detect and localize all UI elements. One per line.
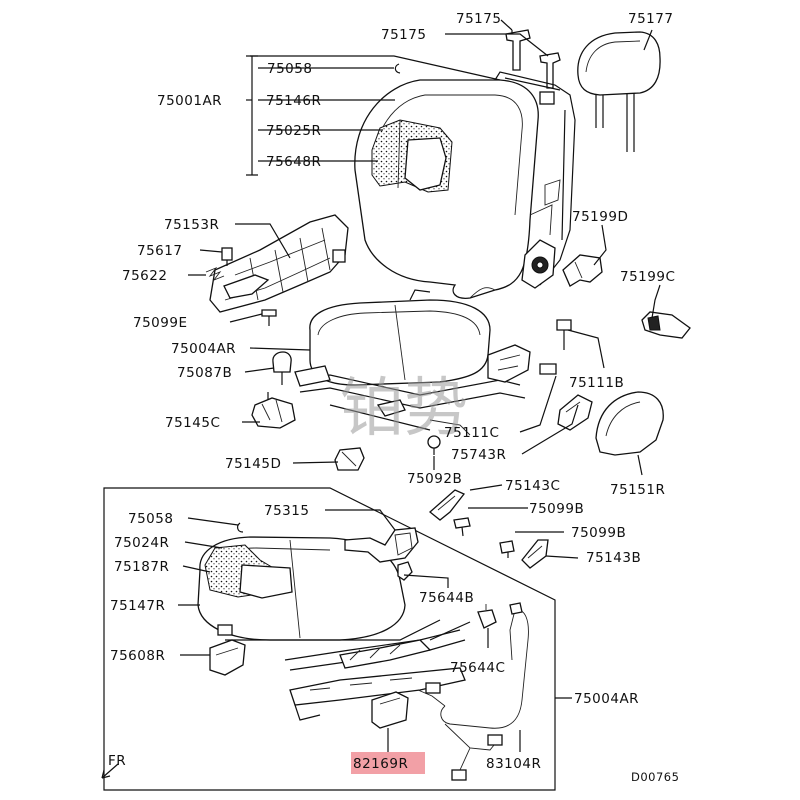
label-75099E[interactable]: 75099E <box>133 315 187 331</box>
diagram-code: D00765 <box>631 770 679 784</box>
label-75153R[interactable]: 75153R <box>164 217 219 233</box>
label-75644B[interactable]: 75644B <box>419 590 474 606</box>
watermark: 铂势 <box>340 372 468 446</box>
screw-75099B-a[interactable] <box>453 517 471 537</box>
bracket-75143C[interactable] <box>428 489 466 521</box>
cover-75199D[interactable] <box>562 254 603 287</box>
headrest-guide-left[interactable] <box>505 29 531 71</box>
label-82169R[interactable]: 82169R <box>353 756 408 772</box>
label-75145C[interactable]: 75145C <box>165 415 220 431</box>
label-75004AR-lower[interactable]: 75004AR <box>574 691 639 707</box>
cover-75199C[interactable] <box>641 311 691 339</box>
cap-75092B[interactable] <box>427 435 441 455</box>
label-75199C[interactable]: 75199C <box>620 269 675 285</box>
screw-75099B-b[interactable] <box>499 540 515 558</box>
foot-cover-75145C[interactable] <box>251 392 296 429</box>
label-75177[interactable]: 75177 <box>628 11 673 27</box>
label-75087B[interactable]: 75087B <box>177 365 232 381</box>
wiring-harness[interactable] <box>417 602 529 781</box>
part-labels: 75175 75177 75175 75058 75001AR 75146R 7… <box>110 11 679 784</box>
outer-cover-75151R[interactable] <box>595 391 664 456</box>
label-75092B[interactable]: 75092B <box>407 471 462 487</box>
side-cover[interactable] <box>209 214 349 313</box>
highlight-box <box>351 752 425 774</box>
label-75648R[interactable]: 75648R <box>266 154 321 170</box>
clip-75644B[interactable] <box>397 561 413 581</box>
label-75151R[interactable]: 75151R <box>610 482 665 498</box>
label-75111B[interactable]: 75111B <box>569 375 624 391</box>
switch-82169R[interactable] <box>371 691 409 729</box>
label-75175[interactable]: 75175 <box>381 27 426 43</box>
bolt-75111B[interactable] <box>539 319 572 375</box>
label-75743R[interactable]: 75743R <box>451 447 506 463</box>
assembly-frame-75004AR <box>103 487 556 791</box>
label-75187R[interactable]: 75187R <box>114 559 169 575</box>
label-75146R[interactable]: 75146R <box>266 93 321 109</box>
knob-75617[interactable] <box>221 247 233 266</box>
cushion-heater-lower[interactable] <box>239 564 293 599</box>
label-75099B-b[interactable]: 75099B <box>571 525 626 541</box>
front-direction-arrow: FR <box>101 753 126 779</box>
seat-frame-lower[interactable] <box>284 629 466 721</box>
label-75315[interactable]: 75315 <box>264 503 309 519</box>
label-75608R[interactable]: 75608R <box>110 648 165 664</box>
label-75147R[interactable]: 75147R <box>110 598 165 614</box>
spring-75622[interactable] <box>205 266 225 282</box>
label-75024R[interactable]: 75024R <box>114 535 169 551</box>
label-75058-upper[interactable]: 75058 <box>267 61 312 77</box>
direction-label: FR <box>108 753 126 769</box>
bracket-75315[interactable] <box>344 527 419 563</box>
cap-75087B[interactable] <box>272 351 292 385</box>
label-75175-top[interactable]: 75175 <box>456 11 501 27</box>
clip-75058-lower[interactable] <box>237 522 244 533</box>
clip-75644C[interactable] <box>477 604 497 629</box>
label-75004AR-upper[interactable]: 75004AR <box>171 341 236 357</box>
leader-lines <box>178 19 661 752</box>
label-75644C[interactable]: 75644C <box>450 660 505 676</box>
label-75145D[interactable]: 75145D <box>225 456 281 472</box>
label-75143B[interactable]: 75143B <box>586 550 641 566</box>
label-75622[interactable]: 75622 <box>122 268 167 284</box>
foot-cover-75145D[interactable] <box>334 447 365 471</box>
label-75058-lower[interactable]: 75058 <box>128 511 173 527</box>
headrest[interactable] <box>577 31 661 152</box>
label-75199D[interactable]: 75199D <box>572 209 628 225</box>
foot-75608R[interactable] <box>209 624 246 676</box>
label-75001AR[interactable]: 75001AR <box>157 93 222 109</box>
seat-cushion-upper[interactable] <box>294 289 531 436</box>
label-83104R[interactable]: 83104R <box>486 756 541 772</box>
seatback-heater[interactable] <box>404 137 447 191</box>
label-75025R[interactable]: 75025R <box>266 123 321 139</box>
label-75143C[interactable]: 75143C <box>505 478 560 494</box>
label-75111C[interactable]: 75111C <box>444 425 499 441</box>
screw-75099E[interactable] <box>261 309 277 326</box>
label-75617[interactable]: 75617 <box>137 243 182 259</box>
label-75099B-a[interactable]: 75099B <box>529 501 584 517</box>
clip-75058-upper[interactable] <box>394 63 401 74</box>
seat-belt-buckle[interactable] <box>557 394 593 431</box>
bracket-75143B[interactable] <box>521 539 549 569</box>
